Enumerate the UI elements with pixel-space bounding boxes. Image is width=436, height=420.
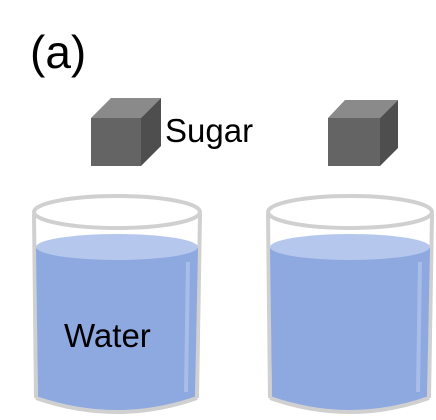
beaker-right-glass-back (266, 213, 272, 399)
beaker-right-water (270, 248, 430, 411)
sugar-cube-right-side (380, 100, 398, 166)
beaker-left (32, 194, 202, 414)
beaker-right-rim (266, 194, 434, 230)
beaker-left-glass-back (32, 213, 38, 399)
sugar-cube-left-front (91, 118, 141, 166)
beaker-right-water-surface (270, 234, 430, 260)
beaker-left-glass-back-right (195, 213, 202, 399)
beaker-left-water (36, 248, 198, 411)
panel-label: (a) (30, 26, 86, 78)
beaker-right-base (269, 396, 430, 414)
beaker-right (266, 194, 434, 414)
sugar-cube-left-top (91, 98, 161, 118)
sugar-cube-right (328, 100, 398, 166)
beaker-right-highlight (416, 261, 422, 393)
beaker-left-water-surface (36, 234, 198, 260)
sugar-cube-right-top (328, 100, 398, 118)
beaker-left-rim (32, 194, 202, 230)
sugar-cube-left (91, 98, 161, 166)
beaker-left-highlight (184, 261, 190, 393)
sugar-cube-left-side (141, 98, 161, 166)
water-label: Water (64, 317, 151, 354)
sugar-label: Sugar (165, 112, 253, 149)
sugar-cube-right-front (328, 118, 380, 166)
beaker-right-glass-back-right (427, 213, 434, 399)
beaker-left-base (35, 396, 198, 414)
